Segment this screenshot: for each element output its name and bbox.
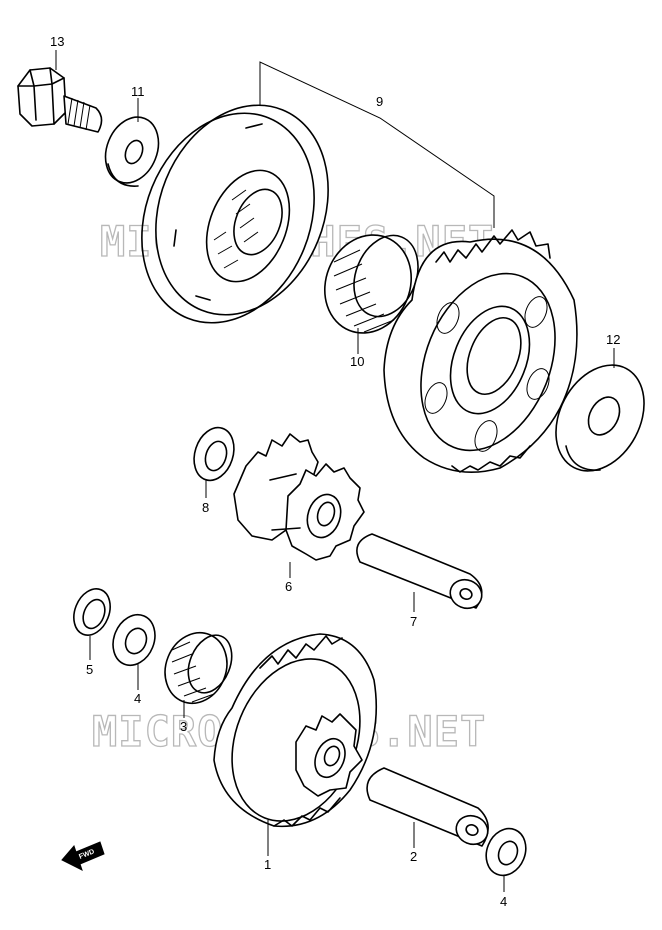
washer-4-right (485, 827, 527, 877)
washer-11 (104, 116, 160, 187)
label-3: 3 (180, 719, 187, 734)
driven-gear-large (383, 229, 578, 473)
idle-gear-6 (233, 433, 365, 561)
label-6: 6 (285, 579, 292, 594)
needle-bearing-3 (164, 631, 233, 705)
label-11: 11 (131, 84, 145, 99)
label-4-right: 4 (500, 894, 507, 909)
shaft-7 (356, 533, 483, 610)
washer-4-left (112, 613, 156, 667)
label-9: 9 (376, 94, 383, 109)
label-8: 8 (202, 500, 209, 515)
needle-bearing-10 (323, 234, 419, 334)
washer-5 (73, 588, 111, 636)
washer-8 (193, 426, 235, 482)
label-2: 2 (410, 849, 417, 864)
fwd-arrow-icon: FWD (61, 841, 105, 871)
label-10: 10 (350, 354, 364, 369)
reduction-gear-1 (213, 633, 377, 828)
label-1: 1 (264, 857, 271, 872)
starter-clutch-housing (141, 104, 329, 324)
label-13: 13 (50, 34, 64, 49)
bolt-13 (17, 67, 103, 133)
label-4-left: 4 (134, 691, 141, 706)
leader-lines (55, 50, 615, 892)
label-5: 5 (86, 662, 93, 677)
label-12: 12 (606, 332, 620, 347)
shaft-2 (366, 767, 489, 847)
assembly-bracket-9 (259, 61, 495, 228)
washer-12 (555, 364, 645, 472)
part-number-labels: 13 11 9 10 12 8 6 7 5 4 3 1 2 4 (50, 34, 620, 909)
label-7: 7 (410, 614, 417, 629)
